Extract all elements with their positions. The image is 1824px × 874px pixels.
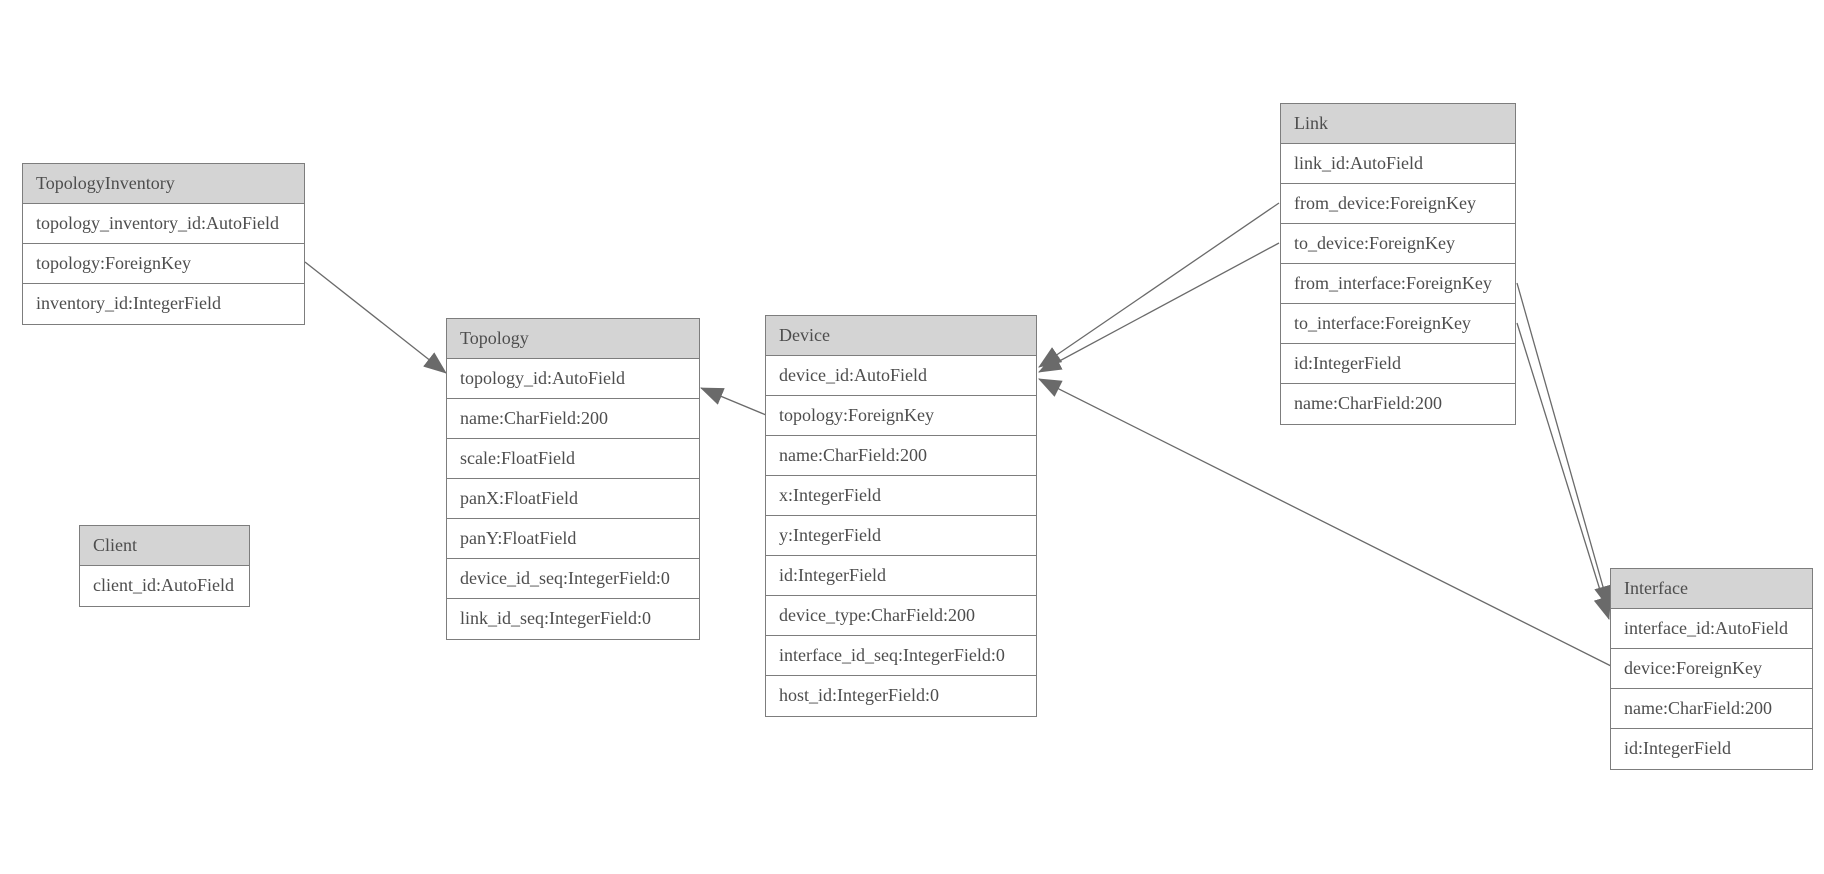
field-row: device_id_seq:IntegerField:0 xyxy=(447,559,699,599)
entity-link: Link link_id:AutoField from_device:Forei… xyxy=(1280,103,1516,425)
field-row: name:CharField:200 xyxy=(766,436,1036,476)
edge-link-from_interface-to-interface xyxy=(1516,282,1612,609)
entity-topology: Topology topology_id:AutoField name:Char… xyxy=(446,318,700,640)
field-row: id:IntegerField xyxy=(1281,344,1515,384)
field-row: from_device:ForeignKey xyxy=(1281,184,1515,224)
field-row: topology:ForeignKey xyxy=(23,244,304,284)
field-row: id:IntegerField xyxy=(766,556,1036,596)
entity-interface: Interface interface_id:AutoField device:… xyxy=(1610,568,1813,770)
field-row: to_interface:ForeignKey xyxy=(1281,304,1515,344)
entity-client: Client client_id:AutoField xyxy=(79,525,250,607)
field-row: name:CharField:200 xyxy=(447,399,699,439)
field-row: interface_id_seq:IntegerField:0 xyxy=(766,636,1036,676)
entity-header: Interface xyxy=(1611,569,1812,609)
field-row: topology_inventory_id:AutoField xyxy=(23,204,304,244)
field-row: client_id:AutoField xyxy=(80,566,249,606)
entity-device: Device device_id:AutoField topology:Fore… xyxy=(765,315,1037,717)
field-row: id:IntegerField xyxy=(1611,729,1812,769)
field-row: name:CharField:200 xyxy=(1611,689,1812,729)
entity-header: TopologyInventory xyxy=(23,164,304,204)
field-row: device_id:AutoField xyxy=(766,356,1036,396)
entity-header: Device xyxy=(766,316,1036,356)
field-row: name:CharField:200 xyxy=(1281,384,1515,424)
field-row: device_type:CharField:200 xyxy=(766,596,1036,636)
field-row: to_device:ForeignKey xyxy=(1281,224,1515,264)
field-row: y:IntegerField xyxy=(766,516,1036,556)
field-row: link_id:AutoField xyxy=(1281,144,1515,184)
edge-link-from_device-to-device xyxy=(1038,202,1280,368)
field-row: host_id:IntegerField:0 xyxy=(766,676,1036,716)
field-row: device:ForeignKey xyxy=(1611,649,1812,689)
entity-header: Client xyxy=(80,526,249,566)
field-row: inventory_id:IntegerField xyxy=(23,284,304,324)
field-row: x:IntegerField xyxy=(766,476,1036,516)
field-row: interface_id:AutoField xyxy=(1611,609,1812,649)
edge-device-topology-to-topology xyxy=(700,387,767,416)
entity-topology-inventory: TopologyInventory topology_inventory_id:… xyxy=(22,163,305,325)
field-row: scale:FloatField xyxy=(447,439,699,479)
entity-header: Topology xyxy=(447,319,699,359)
edge-topologyinventory-topology-to-topology xyxy=(304,261,447,374)
field-row: from_interface:ForeignKey xyxy=(1281,264,1515,304)
edge-link-to_interface-to-interface xyxy=(1516,322,1612,620)
field-row: topology_id:AutoField xyxy=(447,359,699,399)
entity-header: Link xyxy=(1281,104,1515,144)
field-row: topology:ForeignKey xyxy=(766,396,1036,436)
edge-link-to_device-to-device xyxy=(1038,242,1280,373)
field-row: link_id_seq:IntegerField:0 xyxy=(447,599,699,639)
field-row: panX:FloatField xyxy=(447,479,699,519)
field-row: panY:FloatField xyxy=(447,519,699,559)
